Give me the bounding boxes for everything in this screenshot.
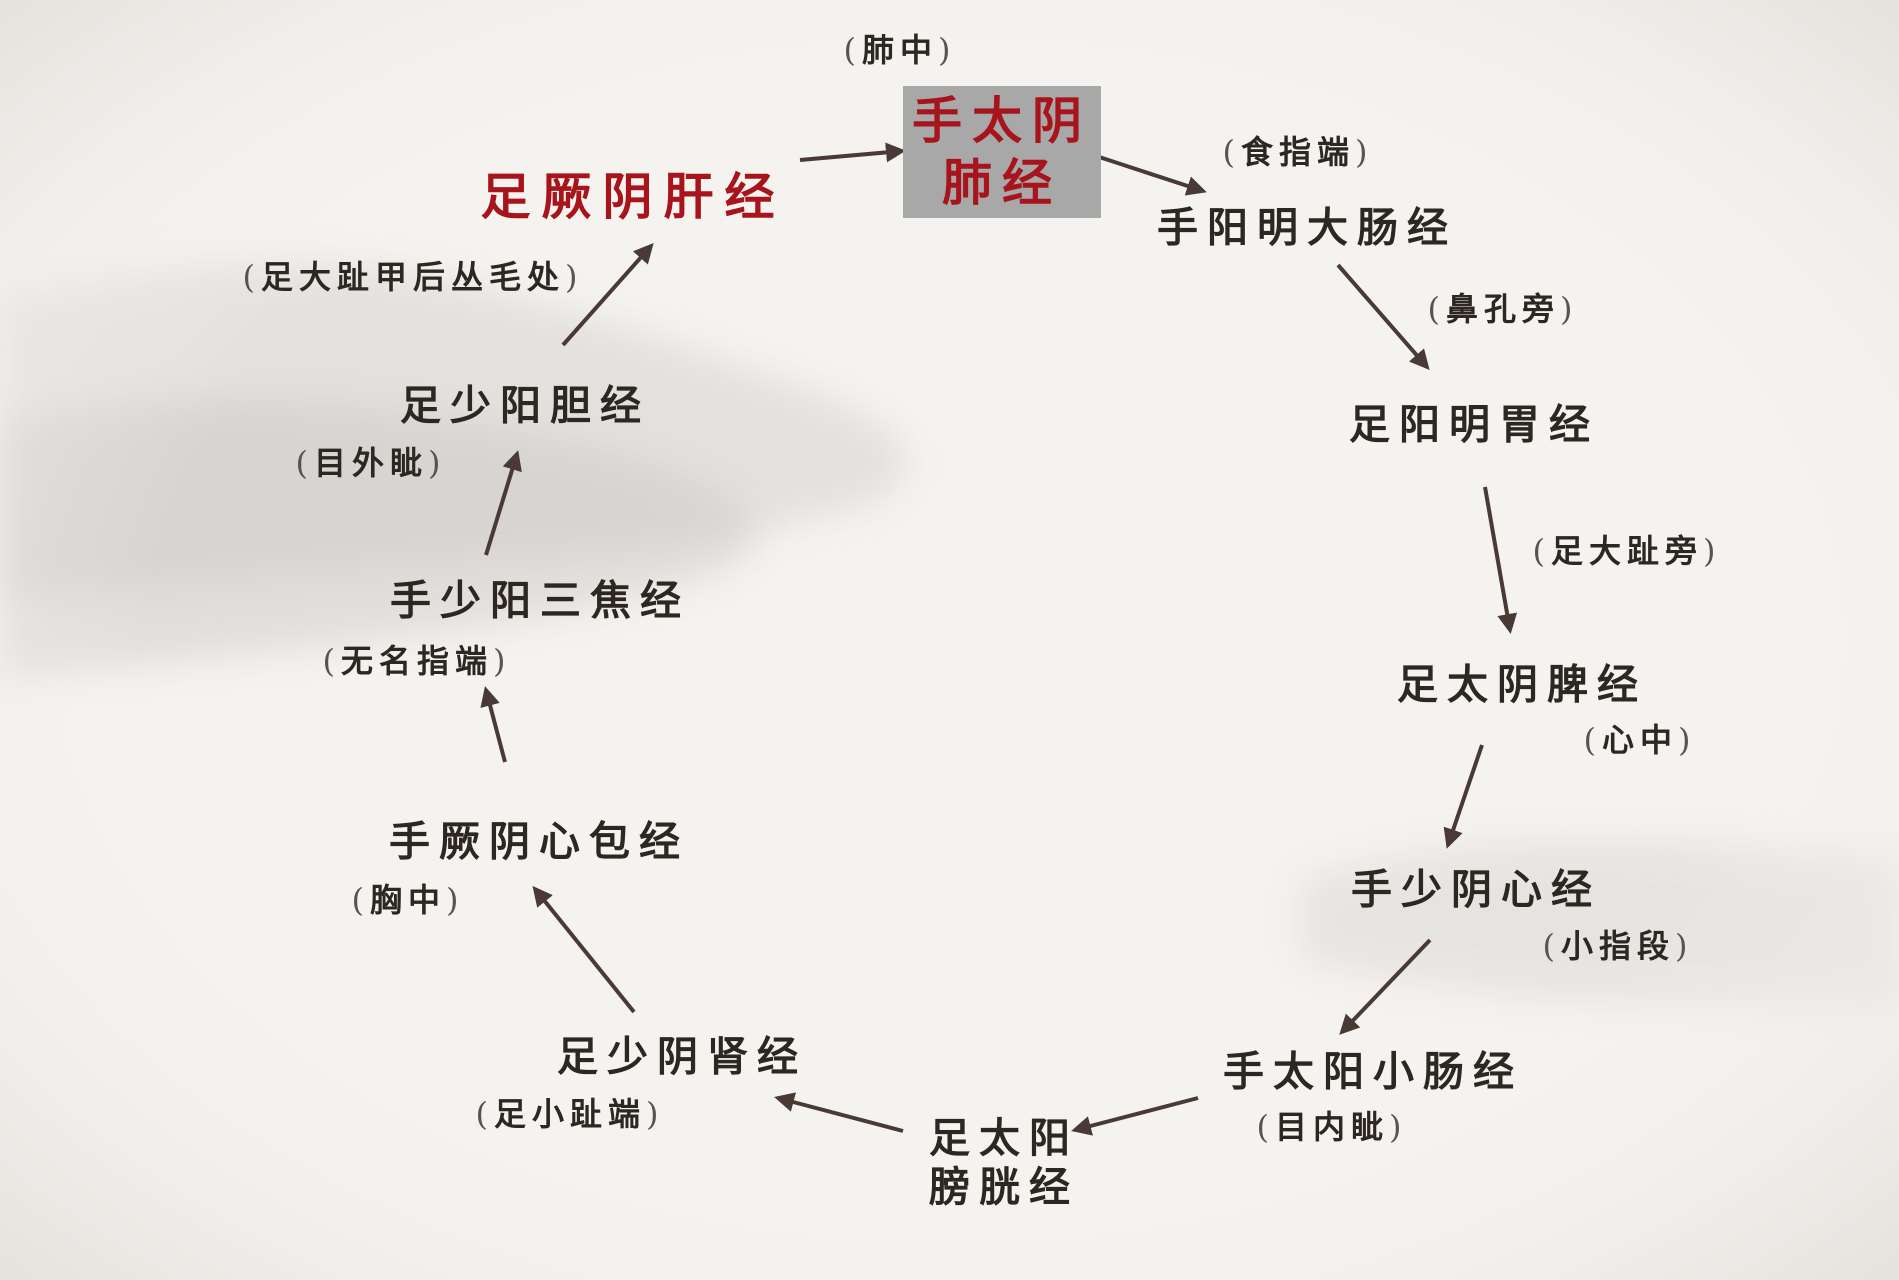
pericardium-meridian-label: 手厥阴心包经 [389, 817, 689, 866]
lung-meridian-box: 手太阴 肺经 [903, 86, 1101, 218]
note-big-toe-hair: (足大趾甲后丛毛处) [242, 258, 584, 296]
heart-meridian-label: 手少阴心经 [1351, 865, 1601, 914]
arrow-pericardium-to-triple-burner [480, 686, 507, 763]
arrow-spleen-to-heart [1443, 744, 1484, 849]
arrow-small-intestine-to-bladder [1071, 1096, 1199, 1136]
note-ring-finger-tip: (无名指端) [322, 642, 512, 680]
arrow-liver-to-lung [799, 142, 906, 163]
bladder-meridian-line1: 足太阳 [929, 1113, 1079, 1162]
bladder-meridian-label: 足太阳 膀胱经 [929, 1114, 1079, 1212]
lung-meridian-line1: 手太阴 [912, 90, 1092, 150]
small-intestine-meridian-label: 手太阳小肠经 [1223, 1047, 1523, 1096]
note-index-finger-tip: (食指端) [1222, 133, 1374, 171]
note-outer-eye-corner: (目外眦) [295, 444, 447, 482]
kidney-meridian-label: 足少阴肾经 [557, 1032, 807, 1081]
arrow-bladder-to-kidney [774, 1092, 904, 1133]
gallbladder-meridian-label: 足少阳胆经 [400, 381, 650, 430]
large-intestine-meridian-label: 手阳明大肠经 [1157, 203, 1457, 252]
arrow-lung-to-large-intestine [1086, 151, 1207, 196]
arrow-gallbladder-to-liver [561, 243, 654, 347]
arrow-stomach-to-spleen [1483, 486, 1518, 634]
note-inner-eye-corner: (目内眦) [1256, 1108, 1408, 1146]
spleen-meridian-label: 足太阴脾经 [1397, 660, 1647, 709]
stomach-meridian-label: 足阳明胃经 [1349, 400, 1599, 449]
note-little-finger-tip: (小指段) [1542, 927, 1694, 965]
note-big-toe-side: (足大趾旁) [1532, 532, 1722, 570]
note-lung-center: (肺中) [843, 31, 957, 69]
note-beside-nose: (鼻孔旁) [1427, 290, 1579, 328]
triple-burner-meridian-label: 手少阳三焦经 [390, 576, 690, 625]
arrow-large-intestine-to-stomach [1336, 263, 1430, 371]
note-heart-center: (心中) [1583, 721, 1697, 759]
arrow-heart-to-small-intestine [1339, 938, 1432, 1035]
liver-meridian-label: 足厥阴肝经 [480, 167, 786, 226]
arrow-triple-burner-to-gallbladder [484, 450, 522, 556]
note-chest-center: (胸中) [351, 881, 465, 919]
bladder-meridian-line2: 膀胱经 [929, 1163, 1079, 1211]
lung-meridian-line2: 肺经 [942, 153, 1062, 212]
note-little-toe-tip: (足小趾端) [475, 1095, 665, 1133]
arrow-kidney-to-pericardium [532, 885, 636, 1014]
